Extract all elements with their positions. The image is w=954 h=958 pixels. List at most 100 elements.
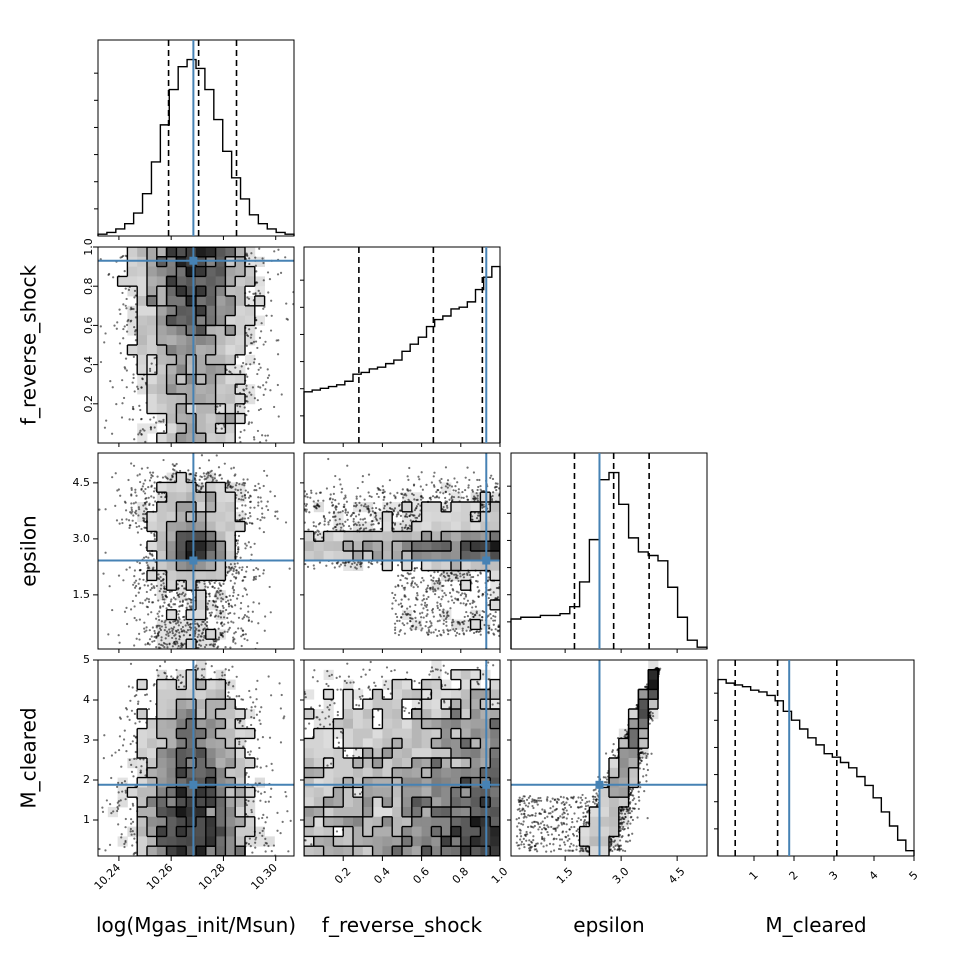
sample-point <box>102 757 105 760</box>
sample-point <box>134 333 137 336</box>
density-cell <box>362 797 373 808</box>
sample-point <box>586 810 589 813</box>
density-cell <box>451 511 462 522</box>
sample-point <box>249 506 252 509</box>
sample-point <box>242 481 245 485</box>
sample-point <box>455 627 458 631</box>
density-cell <box>431 679 442 690</box>
sample-point <box>404 577 407 580</box>
sample-point <box>538 812 541 815</box>
sample-point <box>357 521 360 524</box>
density-cell <box>176 413 187 424</box>
density-cell <box>490 600 500 611</box>
sample-point <box>339 483 342 486</box>
sample-point <box>252 701 255 704</box>
sample-point <box>573 825 576 829</box>
density-cell <box>353 560 364 571</box>
density-cell <box>147 247 158 258</box>
density-cell <box>304 816 315 827</box>
sample-point <box>175 668 178 672</box>
sample-point <box>261 507 264 510</box>
density-cell <box>205 511 216 522</box>
density-cell <box>137 364 148 375</box>
sample-point <box>550 815 554 818</box>
density-cell <box>215 826 226 837</box>
sample-point <box>429 620 432 623</box>
sample-point <box>568 845 572 848</box>
sample-point <box>419 624 422 627</box>
sample-point <box>364 521 367 524</box>
sample-point <box>415 583 418 586</box>
sample-point <box>522 799 526 803</box>
density-cell <box>599 787 610 798</box>
sample-point <box>135 525 138 529</box>
density-cell <box>196 384 207 395</box>
sample-point <box>201 620 204 623</box>
sample-point <box>549 807 552 810</box>
density-cell <box>147 521 158 532</box>
sample-point <box>279 831 282 835</box>
sample-point <box>333 566 336 569</box>
sample-point <box>203 475 206 478</box>
density-cell <box>333 797 344 808</box>
sample-point <box>160 620 164 623</box>
sample-point <box>527 796 530 799</box>
density-cell <box>215 609 226 620</box>
density-cell <box>186 541 197 552</box>
sample-point <box>202 676 205 679</box>
density-cell <box>382 502 393 513</box>
sample-point <box>262 827 265 830</box>
density-cell <box>196 364 207 375</box>
density-cell <box>205 472 216 483</box>
sample-point <box>476 586 479 589</box>
xlabel-0: log(Mgas_init/Msun) <box>96 913 296 937</box>
density-cell <box>323 767 334 778</box>
sample-point <box>139 601 142 604</box>
density-cell <box>166 551 177 562</box>
density-cell <box>313 758 324 769</box>
sample-point <box>179 674 182 677</box>
scatter-panel-0-3 <box>97 659 295 857</box>
sample-point <box>523 833 527 837</box>
sample-point <box>171 474 174 477</box>
sample-point <box>355 495 358 498</box>
density-cell <box>460 797 471 808</box>
sample-point <box>144 693 147 697</box>
sample-point <box>305 510 308 513</box>
sample-point <box>436 620 439 623</box>
sample-point <box>389 492 392 495</box>
sample-point <box>630 810 633 813</box>
sample-point <box>252 578 255 582</box>
sample-point <box>409 489 412 492</box>
sample-point <box>174 598 177 601</box>
density-cell <box>147 807 158 818</box>
sample-point <box>170 606 173 609</box>
sample-point <box>358 792 362 795</box>
xtick-label-3-2: 3 <box>827 869 841 883</box>
sample-point <box>256 641 259 645</box>
density-cell <box>421 718 432 729</box>
sample-point <box>316 680 319 683</box>
sample-point <box>646 768 650 772</box>
sample-point <box>224 668 227 671</box>
density-cell <box>609 758 620 769</box>
sample-point <box>379 517 382 520</box>
density-cell <box>166 335 177 346</box>
sample-point <box>456 481 459 484</box>
sample-point <box>245 771 248 775</box>
sample-point <box>214 600 218 603</box>
sample-point <box>606 771 609 775</box>
sample-point <box>525 816 528 819</box>
sample-point <box>354 522 357 525</box>
density-cell <box>225 305 236 316</box>
sample-point <box>147 598 151 601</box>
sample-point <box>255 566 258 570</box>
density-cell <box>147 511 158 522</box>
density-cell <box>196 423 207 434</box>
density-cell <box>451 748 462 759</box>
sample-point <box>401 584 404 587</box>
sample-point <box>148 567 151 570</box>
sample-point <box>252 800 255 803</box>
sample-point <box>200 475 204 479</box>
sample-point <box>339 563 343 566</box>
